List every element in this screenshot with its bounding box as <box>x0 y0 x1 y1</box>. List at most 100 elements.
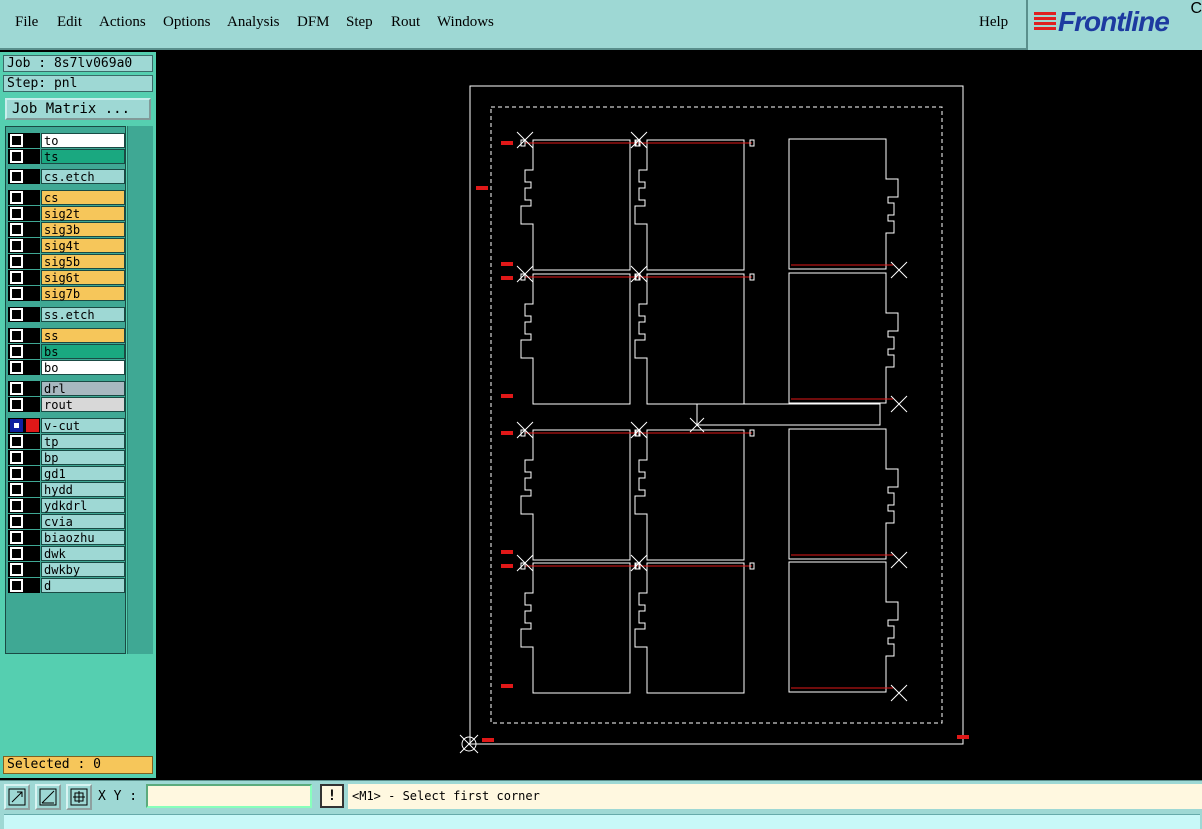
layer-row-bs[interactable]: bs <box>8 344 125 359</box>
layer-name[interactable]: tp <box>41 434 125 449</box>
work-layer-marker-icon[interactable] <box>10 419 23 432</box>
layer-name[interactable]: sig2t <box>41 206 125 221</box>
layer-checkbox[interactable] <box>10 483 23 496</box>
layer-name[interactable]: biaozhu <box>41 530 125 545</box>
zoom-diagonal-icon[interactable] <box>4 784 30 810</box>
layer-checkbox[interactable] <box>10 579 23 592</box>
xy-coordinate-input[interactable] <box>146 784 312 808</box>
menu-analysis[interactable]: Analysis <box>227 14 280 30</box>
layer-checkbox[interactable] <box>10 435 23 448</box>
abort-button[interactable]: ! <box>320 784 344 808</box>
layer-checkbox[interactable] <box>10 170 23 183</box>
layer-row-sig7b[interactable]: sig7b <box>8 286 125 301</box>
menu-dfm[interactable]: DFM <box>297 14 330 30</box>
menu-windows[interactable]: Windows <box>437 14 494 30</box>
layer-row-to[interactable]: to <box>8 133 125 148</box>
measure-angle-icon[interactable] <box>35 784 61 810</box>
layer-row-biaozhu[interactable]: biaozhu <box>8 530 125 545</box>
layer-checkbox[interactable] <box>10 255 23 268</box>
menu-file[interactable]: File <box>15 14 39 30</box>
layer-row-dwk[interactable]: dwk <box>8 546 125 561</box>
layer-row-sig5b[interactable]: sig5b <box>8 254 125 269</box>
panel-drawing[interactable] <box>157 52 1202 780</box>
layer-checkbox[interactable] <box>10 547 23 560</box>
layer-row-sig2t[interactable]: sig2t <box>8 206 125 221</box>
layer-name[interactable]: ss.etch <box>41 307 125 322</box>
layer-checkbox[interactable] <box>10 515 23 528</box>
layer-name[interactable]: dwk <box>41 546 125 561</box>
menu-rout[interactable]: Rout <box>391 14 421 30</box>
layer-name[interactable]: bp <box>41 450 125 465</box>
layer-checkbox[interactable] <box>10 271 23 284</box>
layer-name[interactable]: to <box>41 133 125 148</box>
layer-name[interactable]: ts <box>41 149 125 164</box>
layer-row-sig6t[interactable]: sig6t <box>8 270 125 285</box>
layer-row-ts[interactable]: ts <box>8 149 125 164</box>
menu-help[interactable]: Help <box>979 14 1009 30</box>
layer-checkbox[interactable] <box>10 207 23 220</box>
menu-step[interactable]: Step <box>346 14 373 30</box>
layer-row-ss[interactable]: ss <box>8 328 125 343</box>
layer-row-bo[interactable]: bo <box>8 360 125 375</box>
graphic-canvas[interactable] <box>157 52 1202 780</box>
layer-checkbox[interactable] <box>10 191 23 204</box>
layer-name[interactable]: cvia <box>41 514 125 529</box>
layer-checkbox[interactable] <box>10 382 23 395</box>
layer-checkbox[interactable] <box>10 329 23 342</box>
job-matrix-button[interactable]: Job Matrix ... <box>5 98 151 120</box>
layer-name[interactable]: sig6t <box>41 270 125 285</box>
layer-name[interactable]: v-cut <box>41 418 125 433</box>
layer-checkbox[interactable] <box>10 451 23 464</box>
layer-name[interactable]: hydd <box>41 482 125 497</box>
layer-name[interactable]: cs <box>41 190 125 205</box>
layer-name[interactable]: sig3b <box>41 222 125 237</box>
layer-checkbox[interactable] <box>10 563 23 576</box>
layer-row-d[interactable]: d <box>8 578 125 593</box>
layer-checkbox[interactable] <box>10 467 23 480</box>
layer-checkbox[interactable] <box>10 150 23 163</box>
snap-grid-icon[interactable] <box>66 784 92 810</box>
layer-row-v-cut[interactable]: v-cut <box>8 418 125 433</box>
layer-row-ss.etch[interactable]: ss.etch <box>8 307 125 322</box>
menu-actions[interactable]: Actions <box>99 14 146 30</box>
layer-row-cs[interactable]: cs <box>8 190 125 205</box>
layer-checkbox[interactable] <box>10 499 23 512</box>
affected-marker-icon[interactable] <box>26 419 39 432</box>
layer-name[interactable]: bs <box>41 344 125 359</box>
layer-checkbox[interactable] <box>10 308 23 321</box>
layer-list-scrollbar[interactable] <box>127 126 153 654</box>
layer-name[interactable]: cs.etch <box>41 169 125 184</box>
layer-row-gd1[interactable]: gd1 <box>8 466 125 481</box>
layer-row-dwkby[interactable]: dwkby <box>8 562 125 577</box>
layer-row-cvia[interactable]: cvia <box>8 514 125 529</box>
layer-name[interactable]: sig4t <box>41 238 125 253</box>
menu-edit[interactable]: Edit <box>57 14 82 30</box>
layer-checkbox[interactable] <box>10 223 23 236</box>
layer-name[interactable]: rout <box>41 397 125 412</box>
layer-name[interactable]: dwkby <box>41 562 125 577</box>
layer-row-sig4t[interactable]: sig4t <box>8 238 125 253</box>
layer-row-cs.etch[interactable]: cs.etch <box>8 169 125 184</box>
layer-name[interactable]: d <box>41 578 125 593</box>
layer-checkbox[interactable] <box>10 287 23 300</box>
layer-checkbox[interactable] <box>10 345 23 358</box>
layer-name[interactable]: ydkdrl <box>41 498 125 513</box>
layer-checkbox[interactable] <box>10 239 23 252</box>
layer-row-drl[interactable]: drl <box>8 381 125 396</box>
layer-row-bp[interactable]: bp <box>8 450 125 465</box>
layer-checkbox[interactable] <box>10 134 23 147</box>
menu-options[interactable]: Options <box>163 14 211 30</box>
layer-name[interactable]: ss <box>41 328 125 343</box>
layer-row-tp[interactable]: tp <box>8 434 125 449</box>
layer-name[interactable]: drl <box>41 381 125 396</box>
layer-name[interactable]: sig7b <box>41 286 125 301</box>
layer-row-sig3b[interactable]: sig3b <box>8 222 125 237</box>
layer-name[interactable]: gd1 <box>41 466 125 481</box>
layer-row-rout[interactable]: rout <box>8 397 125 412</box>
layer-row-ydkdrl[interactable]: ydkdrl <box>8 498 125 513</box>
layer-row-hydd[interactable]: hydd <box>8 482 125 497</box>
layer-checkbox[interactable] <box>10 398 23 411</box>
layer-checkbox[interactable] <box>10 361 23 374</box>
layer-name[interactable]: sig5b <box>41 254 125 269</box>
layer-checkbox[interactable] <box>10 531 23 544</box>
